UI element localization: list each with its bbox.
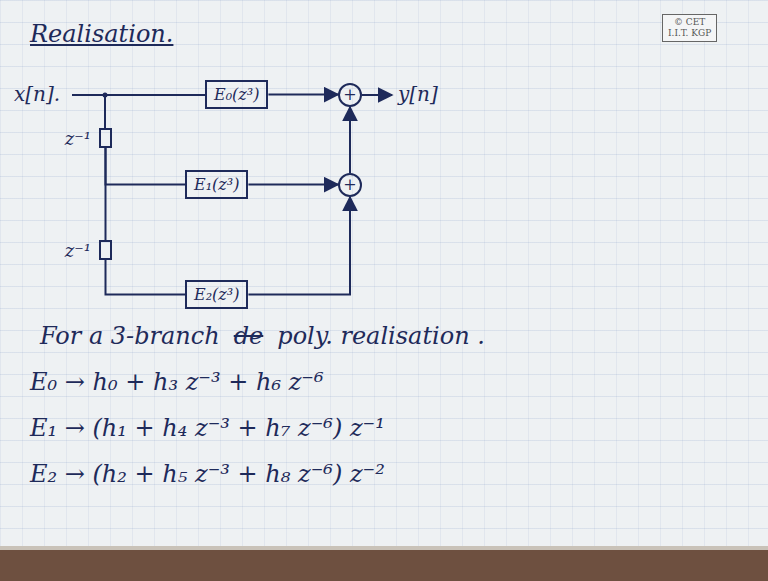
signal-line <box>349 107 351 173</box>
delay-box: z⁻¹ <box>99 128 112 148</box>
note-text: poly. realisation . <box>277 322 485 350</box>
note-text: For a 3-branch <box>40 322 220 350</box>
delay-label: z⁻¹ <box>65 128 91 149</box>
watermark-text: © CET <box>668 17 711 28</box>
text-line: For a 3-branch de poly. realisation . <box>40 322 485 350</box>
heading: Realisation. <box>30 20 173 48</box>
delay-label: z⁻¹ <box>65 240 91 261</box>
filter-box: E₁(z³) <box>185 170 248 199</box>
paper-edge <box>0 546 768 550</box>
signal-line <box>106 148 186 185</box>
signal-line <box>248 197 350 295</box>
adder-sign: + <box>343 87 356 103</box>
adder-circle: + <box>338 83 362 107</box>
equation: E₀ → h₀ + h₃ z⁻³ + h₆ z⁻⁶ <box>30 368 324 396</box>
watermark-text: I.I.T. KGP <box>668 28 711 39</box>
signal-name: x[n]. <box>14 82 60 106</box>
desk-band <box>0 550 768 581</box>
equation: E₂ → (h₂ + h₅ z⁻³ + h₈ z⁻⁶) z⁻² <box>30 460 385 488</box>
filter-label: E₀(z³) <box>214 85 259 104</box>
filter-box: E₀(z³) <box>205 80 268 109</box>
struck-text: de <box>234 322 264 350</box>
filter-label: E₁(z³) <box>194 175 239 194</box>
filter-box: E₂(z³) <box>185 280 248 309</box>
signal-line <box>105 148 107 240</box>
junction-dot <box>103 93 108 98</box>
output-wire <box>362 94 392 96</box>
adder-circle: + <box>338 173 362 197</box>
signal-line <box>268 94 338 96</box>
signal-name: y[n] <box>398 82 438 106</box>
equation: E₁ → (h₁ + h₄ z⁻³ + h₇ z⁻⁶) z⁻¹ <box>30 414 385 442</box>
input-wire <box>72 94 205 96</box>
filter-label: E₂(z³) <box>194 285 239 304</box>
delay-box: z⁻¹ <box>99 240 112 260</box>
signal-line <box>106 260 186 295</box>
signal-line <box>248 184 338 186</box>
adder-sign: + <box>343 177 356 193</box>
input-wire <box>104 95 106 128</box>
watermark-box: © CETI.I.T. KGP <box>662 14 717 42</box>
